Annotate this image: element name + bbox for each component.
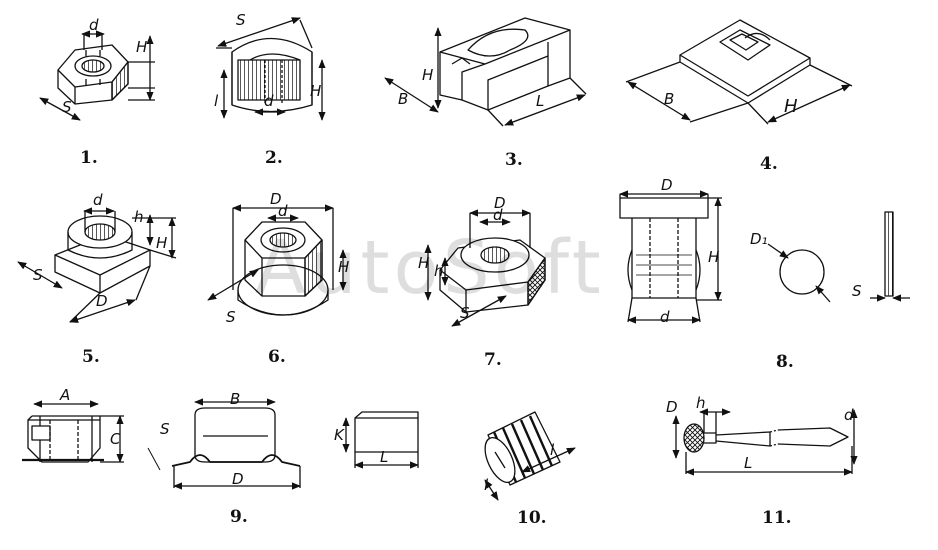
- fig-9-drawing: [22, 398, 419, 490]
- fig-7-label-s: S: [460, 304, 470, 322]
- fig-3-number: 3.: [505, 150, 523, 170]
- fig-7-number: 7.: [484, 350, 502, 370]
- fig-2-label-d: d: [264, 92, 274, 110]
- fig-5-number: 5.: [82, 347, 100, 367]
- fig-9-label-k: K: [334, 426, 345, 444]
- fig-6-label-d: d: [278, 202, 288, 220]
- fig-7-drawing: [424, 209, 546, 327]
- fig-9-number: 9.: [230, 507, 248, 527]
- fig-2-label-s: S: [236, 11, 246, 29]
- fig-4-label-h: H: [784, 96, 798, 117]
- fig-10-label-l-end: l: [484, 476, 489, 494]
- fig-2-number: 2.: [265, 148, 283, 168]
- fig-8-label-d-outer: D: [661, 176, 673, 194]
- fig-3-label-h: H: [422, 66, 433, 84]
- fig-9-label-s: S: [160, 420, 170, 438]
- fig-2-label-h: H: [310, 82, 321, 100]
- fig-1-label-s: S: [62, 98, 72, 116]
- fig-6-drawing: [207, 204, 347, 316]
- fig-10-drawing: [484, 411, 576, 501]
- fig-8-drawing: [619, 190, 910, 324]
- fig-11-label-h: h: [696, 394, 706, 412]
- fig-9-label-b: B: [230, 390, 240, 408]
- fig-11-drawing: [672, 408, 858, 476]
- fig-5-label-d-outer: D: [96, 292, 108, 310]
- watermark: AutoSoft: [255, 225, 605, 311]
- fig-7-label-d: d: [493, 206, 503, 224]
- fig-3-label-l: L: [536, 92, 544, 110]
- fig-3-drawing: [384, 17, 587, 127]
- fig-5-drawing: [17, 207, 177, 323]
- fig-8-label-h: H: [708, 248, 719, 266]
- fig-9-label-c: C: [110, 430, 121, 448]
- fig-6-label-h: H: [338, 258, 349, 276]
- fig-8-number: 8.: [776, 352, 794, 372]
- fig-4-drawing: [625, 19, 853, 125]
- fig-1-label-h: H: [136, 38, 147, 56]
- fig-3-label-b: B: [398, 90, 408, 108]
- fig-5-label-h: H: [156, 234, 167, 252]
- fig-8-label-s: S: [852, 282, 862, 300]
- fig-2-label-l: l: [214, 92, 219, 110]
- fig-7-label-d-outer: D: [494, 194, 506, 212]
- fig-11-label-l: L: [744, 454, 752, 472]
- fig-5-label-s: S: [33, 266, 43, 284]
- fig-11-label-d: d: [844, 406, 854, 424]
- fig-6-label-d-outer: D: [270, 190, 282, 208]
- fig-9-label-d: D: [232, 470, 244, 488]
- fig-1-label-d: d: [89, 16, 99, 34]
- fig-9-label-l: L: [380, 448, 388, 466]
- fig-4-label-b: B: [664, 90, 674, 108]
- fig-11-label-d-head: D: [666, 398, 678, 416]
- fig-9-label-a: A: [59, 386, 70, 404]
- fig-4-number: 4.: [760, 154, 778, 174]
- fig-7-label-h: H: [418, 254, 429, 272]
- fig-5-label-h-small: h: [134, 208, 144, 226]
- fig-1-number: 1.: [80, 148, 98, 168]
- fig-10-number: 10.: [517, 508, 547, 528]
- fig-1-drawing: [39, 30, 155, 121]
- fig-8-label-d1: D₁: [750, 230, 768, 248]
- fig-2-drawing: [216, 17, 326, 121]
- fig-11-number: 11.: [762, 508, 792, 528]
- fig-10-label-l-length: l: [550, 441, 555, 459]
- fig-7-label-h-small: h: [434, 262, 444, 280]
- fig-6-label-s: S: [226, 308, 236, 326]
- fig-6-number: 6.: [268, 347, 286, 367]
- fig-8-label-d: d: [660, 308, 670, 326]
- fig-5-label-d: d: [93, 191, 103, 209]
